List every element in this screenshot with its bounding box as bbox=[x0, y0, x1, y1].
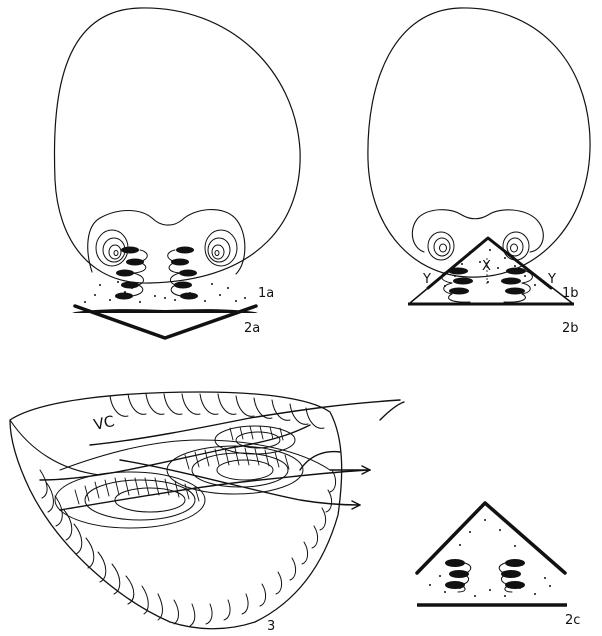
section-outline bbox=[54, 8, 300, 283]
whorl-section-outline bbox=[417, 503, 565, 573]
coil-stack-right bbox=[168, 247, 198, 300]
annotation-y-left: Y bbox=[422, 272, 431, 287]
coil-stack-left bbox=[115, 247, 147, 300]
annotation-vc: VC bbox=[92, 412, 116, 434]
figure-label: 2b bbox=[562, 321, 579, 336]
figure-2c: 2c bbox=[417, 503, 580, 628]
stipple bbox=[84, 281, 246, 303]
figure-2b: Y X Y 2b bbox=[408, 238, 579, 336]
coil-stack-left bbox=[445, 559, 471, 592]
spiral-right bbox=[503, 232, 529, 260]
base-band bbox=[72, 309, 258, 313]
figure-label: 2a bbox=[244, 321, 260, 336]
figure-label: 1a bbox=[258, 286, 274, 301]
figure-1a: 1a bbox=[54, 8, 300, 301]
spiral-right bbox=[205, 230, 237, 266]
coil-stack-right bbox=[499, 559, 525, 592]
annotation-y-right: Y bbox=[547, 272, 556, 287]
figure-label: 2c bbox=[565, 613, 580, 628]
figure-1b: 1b bbox=[368, 8, 590, 301]
annotation-x: X bbox=[482, 259, 491, 274]
top-face-edge bbox=[10, 420, 100, 475]
figure-3: VC 3 bbox=[10, 392, 404, 634]
figure-label: 3 bbox=[267, 619, 275, 634]
spiral-left bbox=[428, 232, 454, 260]
section-outline bbox=[368, 8, 590, 277]
figure-label: 1b bbox=[562, 286, 579, 301]
coil-chamber-outline bbox=[88, 210, 245, 274]
